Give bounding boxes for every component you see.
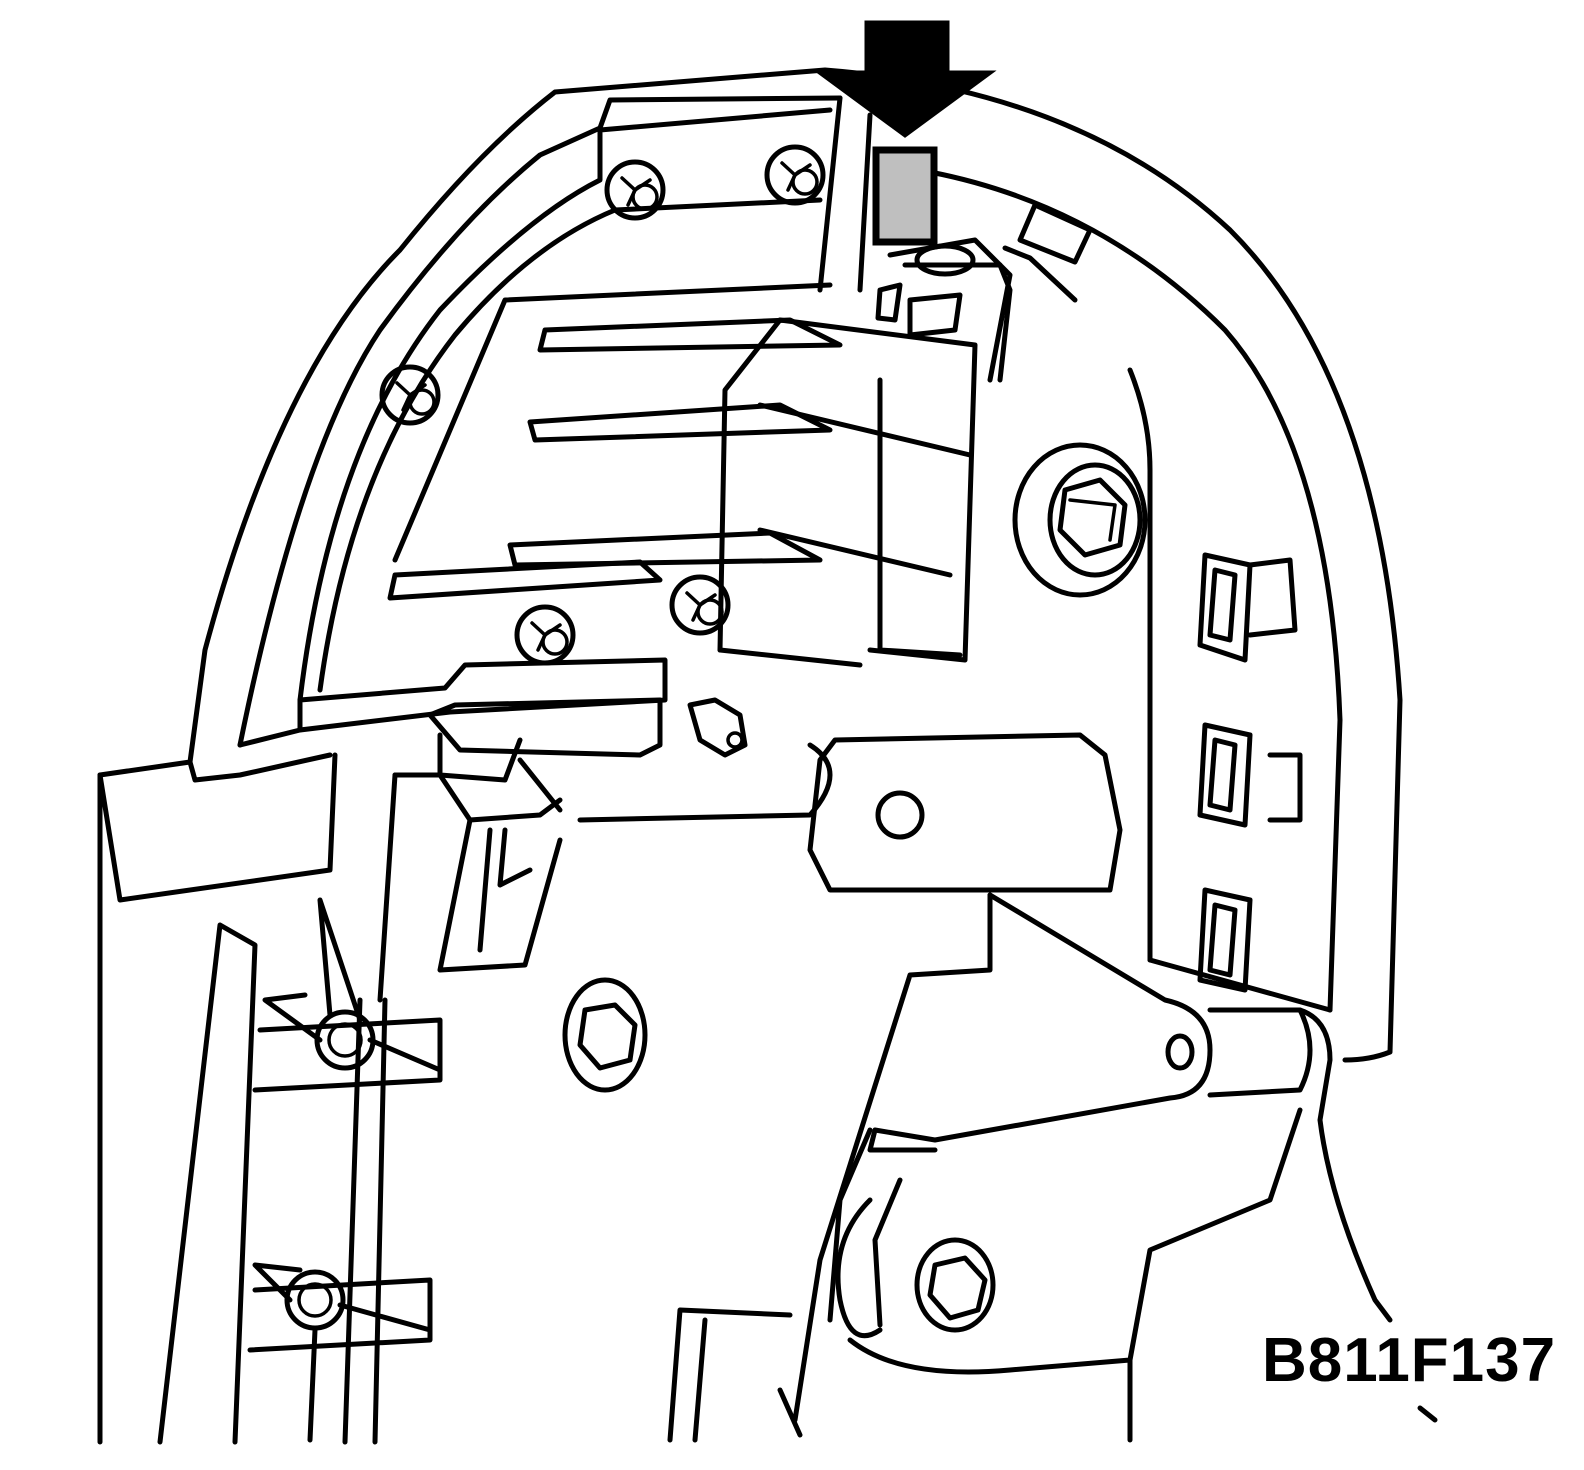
down-arrow-icon (813, 20, 997, 138)
hinge-bracket (807, 732, 1393, 1323)
bolt-icon (914, 1237, 996, 1333)
edge-tabs (1002, 202, 1333, 1013)
slide-rail (817, 95, 1013, 383)
inner-trim-frame (237, 107, 833, 748)
bolt-icon (562, 977, 648, 1093)
screw-icon (764, 144, 826, 206)
bolt-icon (1012, 442, 1148, 598)
highlighted-clip (872, 146, 938, 246)
frame-fittings (157, 897, 443, 1445)
screws (379, 144, 826, 758)
leader-tick (1417, 1405, 1438, 1423)
grille-slats (387, 282, 978, 668)
screw-icon (669, 574, 731, 636)
spoke-fitting-icon (262, 897, 443, 1073)
screw-icon (379, 364, 441, 426)
lower-structure (577, 742, 1303, 1443)
latch-assembly (377, 697, 663, 1003)
pin-icon (687, 697, 748, 758)
screw-icon (604, 159, 666, 221)
figure-reference-code: B811F137 (1262, 1326, 1557, 1395)
spoke-fitting-icon (252, 1262, 433, 1443)
screw-icon (514, 604, 576, 666)
